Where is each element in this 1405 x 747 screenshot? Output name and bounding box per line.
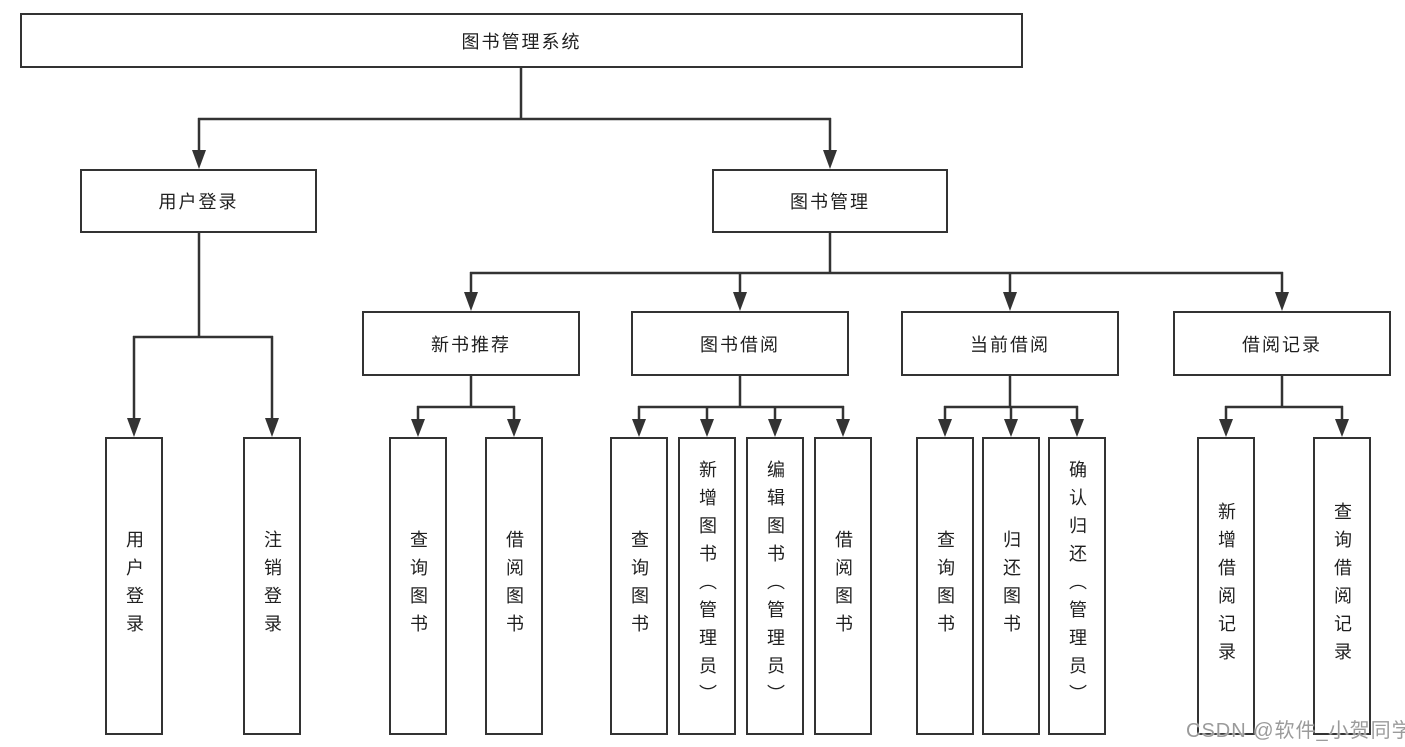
node-book-borrow-label: 图书借阅 xyxy=(700,334,780,355)
leaf-query-borrow-record-label: 查询借阅记录 xyxy=(1332,502,1352,670)
node-borrow-record-label: 借阅记录 xyxy=(1242,334,1322,355)
leaf-newbook-query-book: 查询图书 xyxy=(389,437,447,735)
leaf-borrow-query-book-label: 查询图书 xyxy=(629,530,649,642)
leaf-current-query-book: 查询图书 xyxy=(916,437,974,735)
connector-borrow-record-children xyxy=(1219,376,1349,437)
leaf-current-query-book-label: 查询图书 xyxy=(935,530,955,642)
node-book-mgmt-label: 图书管理 xyxy=(790,192,870,212)
connector-new-book-children xyxy=(411,376,521,437)
connector-book-borrow-children xyxy=(632,376,850,437)
node-user-login: 用户登录 xyxy=(80,169,317,233)
connector-current-borrow-children xyxy=(938,376,1084,437)
node-new-book: 新书推荐 xyxy=(362,311,580,376)
leaf-confirm-return-admin: 确认归还（管理员） xyxy=(1048,437,1106,735)
leaf-edit-book-admin: 编辑图书（管理员） xyxy=(746,437,804,735)
leaf-add-borrow-record-label: 新增借阅记录 xyxy=(1216,502,1236,670)
connector-root-to-level1 xyxy=(192,68,837,169)
leaf-confirm-return-admin-label: 确认归还（管理员） xyxy=(1067,460,1087,712)
leaf-query-borrow-record: 查询借阅记录 xyxy=(1313,437,1371,735)
connector-book-mgmt-to-level2 xyxy=(464,233,1289,311)
node-book-borrow: 图书借阅 xyxy=(631,311,849,376)
leaf-add-book-admin: 新增图书（管理员） xyxy=(678,437,736,735)
node-new-book-label: 新书推荐 xyxy=(431,334,511,355)
leaf-return-book-label: 归还图书 xyxy=(1001,530,1021,642)
node-current-borrow-label: 当前借阅 xyxy=(970,334,1050,355)
leaf-newbook-borrow-book-label: 借阅图书 xyxy=(504,530,524,642)
leaf-user-logout-label: 注销登录 xyxy=(262,530,282,642)
leaf-borrow-book-label: 借阅图书 xyxy=(833,530,853,642)
leaf-user-login-label: 用户登录 xyxy=(124,530,144,642)
leaf-newbook-query-book-label: 查询图书 xyxy=(408,530,428,642)
leaf-user-logout: 注销登录 xyxy=(243,437,301,735)
node-user-login-label: 用户登录 xyxy=(158,192,239,212)
node-borrow-record: 借阅记录 xyxy=(1173,311,1391,376)
connector-user-login-children xyxy=(127,233,279,437)
leaf-return-book: 归还图书 xyxy=(982,437,1040,735)
node-book-mgmt: 图书管理 xyxy=(712,169,948,233)
leaf-user-login: 用户登录 xyxy=(105,437,163,735)
leaf-edit-book-admin-label: 编辑图书（管理员） xyxy=(765,460,785,712)
leaf-add-book-admin-label: 新增图书（管理员） xyxy=(697,460,717,712)
leaf-add-borrow-record: 新增借阅记录 xyxy=(1197,437,1255,735)
leaf-borrow-book: 借阅图书 xyxy=(814,437,872,735)
node-root-label: 图书管理系统 xyxy=(461,31,582,52)
csdn-watermark: CSDN @软件_小贺同学 xyxy=(1186,720,1405,742)
leaf-borrow-query-book: 查询图书 xyxy=(610,437,668,735)
node-root: 图书管理系统 xyxy=(20,13,1023,68)
leaf-newbook-borrow-book: 借阅图书 xyxy=(485,437,543,735)
node-current-borrow: 当前借阅 xyxy=(901,311,1119,376)
